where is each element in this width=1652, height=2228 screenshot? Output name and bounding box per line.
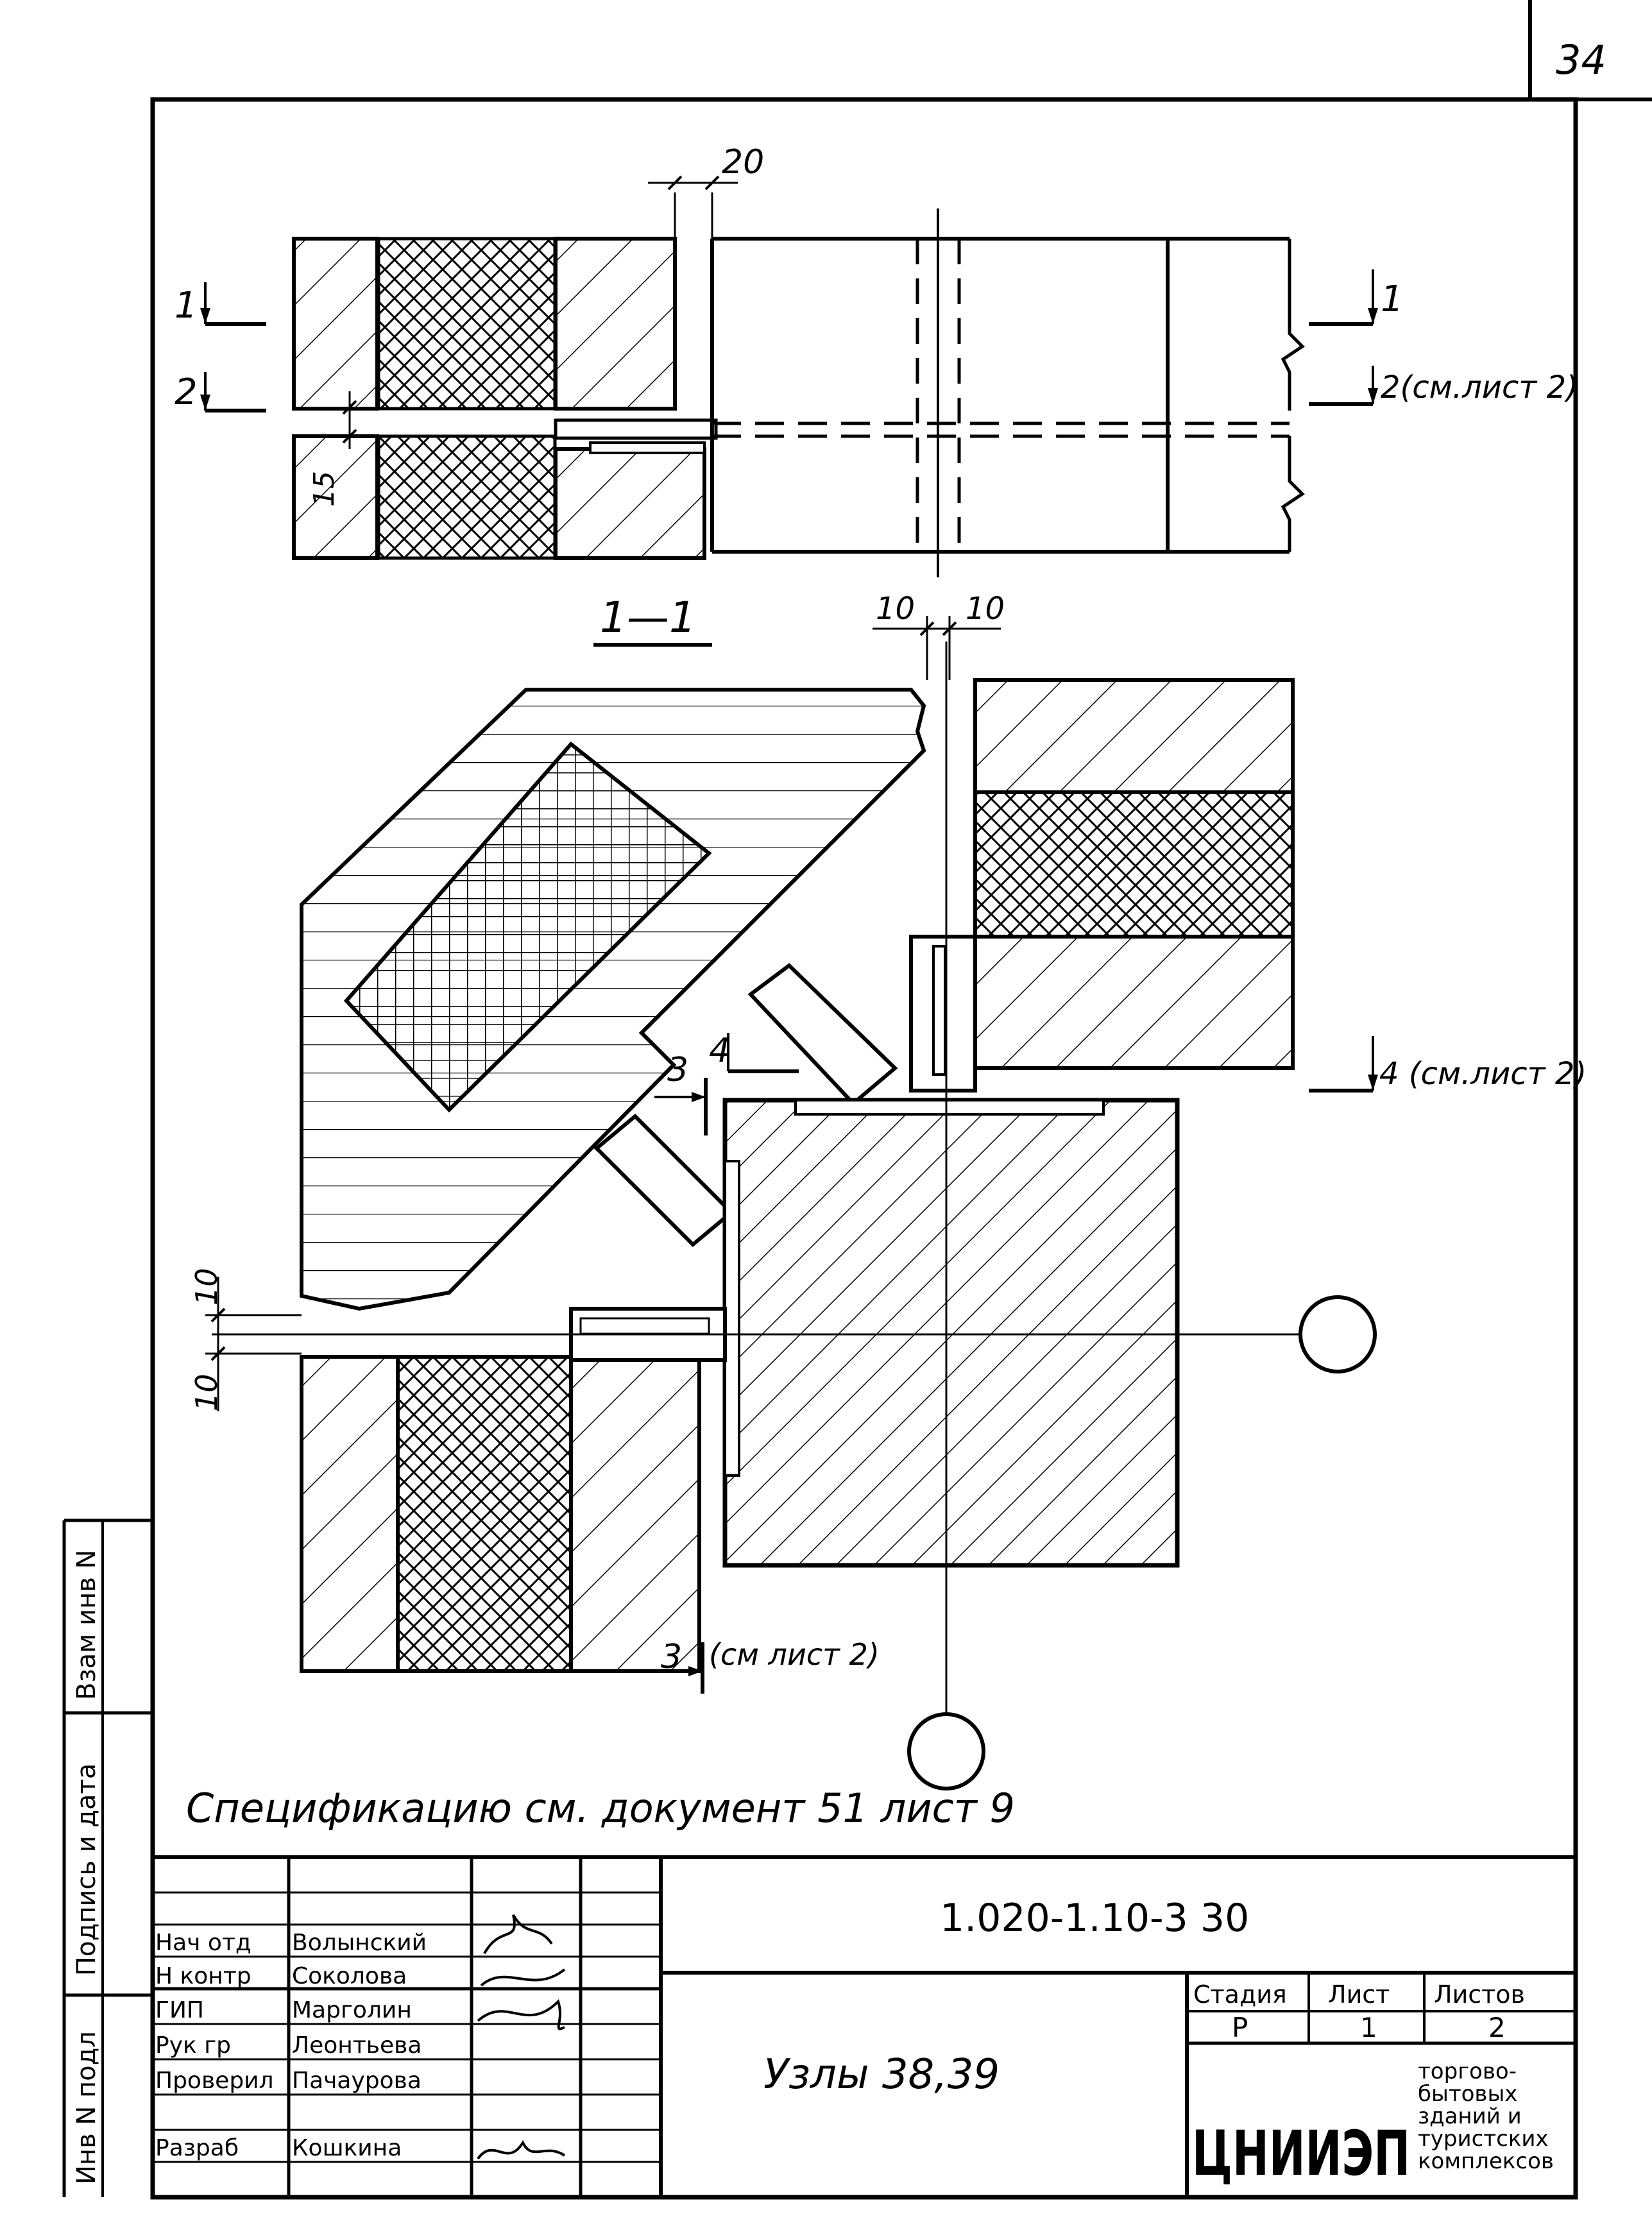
dim-left-10-bottom: 10	[189, 1373, 224, 1411]
org-logo: ЦНИИЭП	[1192, 2118, 1410, 2190]
svg-text:(см лист 2): (см лист 2)	[709, 1637, 880, 1672]
role-1: Н контр	[155, 1963, 251, 1989]
joint-dimensions: 10 10	[873, 591, 1005, 680]
dim-left-10-top: 10	[189, 1268, 224, 1305]
document-code: 1.020-1.10-3 30	[940, 1896, 1249, 1941]
top-plan-view: 20 15 1 2 1 2(см.лист 2)	[175, 143, 1578, 577]
svg-text:2: 2	[175, 371, 198, 413]
section-mark-1-left: 1	[175, 282, 266, 327]
svg-text:1: 1	[175, 285, 198, 327]
org-line-0: торгово-	[1418, 2059, 1517, 2084]
axis-marker-bottom	[907, 1712, 985, 1790]
section-mark-2-right: 2(см.лист 2)	[1309, 366, 1578, 406]
stage-value: Р	[1232, 2012, 1248, 2043]
svg-text:1: 1	[1381, 278, 1404, 320]
side-label-replace: Взам инв N	[72, 1550, 101, 1700]
section-mark-2-left: 2	[175, 371, 266, 413]
sheets-value: 2	[1488, 2012, 1506, 2043]
name-4: Пачаурова	[292, 2068, 422, 2094]
name-0: Волынский	[292, 1930, 427, 1956]
title-block: Нач отд Волынский Н контр Соколова ГИП М…	[153, 1855, 1576, 2197]
org-line-4: комплексов	[1418, 2148, 1554, 2174]
role-4: Проверил	[155, 2068, 274, 2094]
drawing-title: Узлы 38,39	[763, 2051, 1000, 2098]
svg-text:3: 3	[661, 1638, 682, 1676]
section-mark-4-right: 4 (см.лист 2)	[1309, 1036, 1587, 1093]
section-mark-1-right: 1	[1309, 269, 1404, 326]
section-mark-3-mid: 3	[654, 1051, 708, 1135]
role-2: ГИП	[155, 1997, 204, 2023]
sheet-number: 34	[1556, 37, 1606, 83]
svg-text:4 (см.лист 2): 4 (см.лист 2)	[1379, 1056, 1587, 1092]
org-line-1: бытовых	[1418, 2081, 1517, 2107]
side-label-inventory: Инв N подл	[72, 2031, 101, 2184]
side-strip: Взам инв N Подпись и дата Инв N подл	[62, 1518, 153, 2197]
dim-top-gap: 20	[722, 143, 764, 182]
org-line-3: туристских	[1418, 2126, 1549, 2152]
role-5: Разраб	[155, 2135, 239, 2161]
name-5: Кошкина	[292, 2135, 402, 2161]
dim-joint-left: 10	[876, 591, 915, 627]
drawing-frame	[150, 97, 1578, 2200]
section-title: 1—1	[600, 593, 696, 642]
role-3: Рук гр	[155, 2032, 231, 2059]
section-mark-4-mid: 4	[709, 1032, 799, 1073]
signatures	[477, 1914, 566, 2160]
axis-marker-right	[1299, 1295, 1377, 1373]
section-mark-3-bottom: 3 (см лист 2)	[654, 1637, 880, 1694]
svg-text:2(см.лист 2): 2(см.лист 2)	[1381, 370, 1578, 405]
svg-text:3: 3	[667, 1051, 688, 1089]
name-3: Леонтьева	[292, 2032, 422, 2059]
specification-note: Спецификацию см. документ 51 лист 9	[186, 1785, 1015, 1832]
dim-joint-right: 10	[966, 591, 1005, 627]
sheet-header: Лист	[1328, 1980, 1390, 2009]
main-section-view: 10 10 3 4 4 (см.лист 2) 3 (см лис	[189, 642, 1587, 1790]
name-2: Марголин	[292, 1997, 412, 2023]
sheets-header: Листов	[1434, 1980, 1525, 2009]
sheet-value: 1	[1360, 2012, 1377, 2043]
role-0: Нач отд	[155, 1930, 251, 1956]
side-label-signature: Подпись и дата	[72, 1764, 101, 1976]
stage-header: Стадия	[1193, 1980, 1287, 2009]
sheet-number-box: 34	[1528, 0, 1652, 101]
svg-text:4: 4	[709, 1032, 730, 1070]
name-1: Соколова	[292, 1963, 407, 1989]
dim-vertical-15: 15	[308, 471, 341, 507]
org-line-2: зданий и	[1418, 2104, 1522, 2129]
